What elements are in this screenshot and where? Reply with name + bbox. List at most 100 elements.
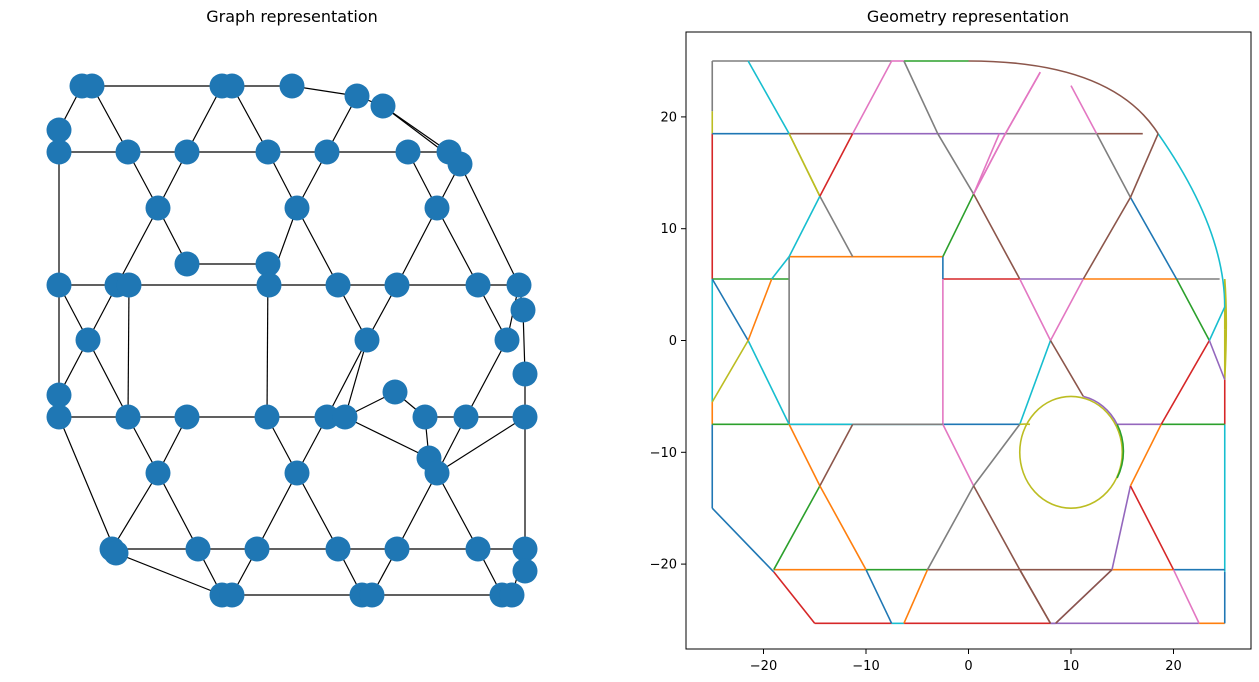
graph-node: [145, 195, 171, 221]
geometry-segment: [711, 507, 775, 573]
x-tick-label: −10: [852, 659, 879, 674]
graph-panel: [46, 73, 538, 608]
geometry-curve: [1083, 395, 1118, 425]
graph-node: [510, 297, 536, 323]
graph-node: [465, 536, 491, 562]
geometry-curve: [1157, 133, 1226, 307]
geometry-segment: [1070, 85, 1098, 135]
graph-node: [174, 404, 200, 430]
geometry-curve: [968, 60, 1159, 135]
geometry-segment: [851, 60, 893, 135]
graph-edge: [231, 85, 269, 153]
graph-edge: [116, 207, 159, 286]
graph-node: [506, 272, 532, 298]
graph-node: [512, 404, 538, 430]
geometry-circle: [1018, 395, 1124, 509]
graph-node: [255, 251, 281, 277]
geometry-segment: [1019, 278, 1052, 341]
geometry-segment: [788, 195, 821, 258]
graph-node: [254, 404, 280, 430]
geometry-segment: [747, 340, 790, 425]
graph-node: [359, 582, 385, 608]
graph-node: [279, 73, 305, 99]
graph-node: [115, 139, 141, 165]
graph-node: [499, 582, 525, 608]
graph-node: [314, 139, 340, 165]
geometry-segment: [972, 133, 1000, 195]
graph-edge: [256, 472, 298, 550]
y-tick-label: −20: [650, 558, 677, 573]
geometry-segment: [771, 256, 790, 280]
graph-node: [424, 460, 450, 486]
geometry-segment: [773, 571, 816, 624]
y-tick-label: 0: [669, 334, 677, 349]
graph-node: [255, 139, 281, 165]
geometry-segment: [1129, 197, 1178, 280]
geometry-segment: [1172, 569, 1200, 624]
geometry-segment: [1019, 569, 1052, 624]
x-tick-label: 0: [964, 659, 972, 674]
graph-node: [174, 139, 200, 165]
graph-node: [384, 272, 410, 298]
graph-node: [219, 73, 245, 99]
geometry-segment: [773, 485, 821, 571]
y-tick-label: 20: [660, 110, 677, 125]
graph-node: [79, 73, 105, 99]
graph-edge: [91, 85, 129, 153]
graph-edge: [396, 472, 438, 550]
graph-edge: [459, 163, 520, 286]
graph-node: [314, 404, 340, 430]
geometry-segment: [972, 193, 1021, 280]
graph-node: [46, 139, 72, 165]
geometry-segment: [1208, 306, 1226, 341]
graph-node: [412, 404, 438, 430]
geometry-segment: [819, 195, 854, 258]
graph-panel-title: Graph representation: [206, 7, 378, 26]
geometry-segment: [903, 60, 939, 135]
graph-node: [219, 582, 245, 608]
graph-node: [185, 536, 211, 562]
geometry-segment: [1082, 196, 1132, 280]
graph-edge: [87, 339, 129, 418]
geometry-segment: [1004, 71, 1041, 135]
geometry-segment: [1049, 340, 1084, 397]
geometry-segment: [903, 569, 929, 624]
geometry-segment: [747, 60, 790, 135]
graph-edge: [344, 339, 368, 418]
graph-node: [115, 404, 141, 430]
geometry-segment: [972, 485, 1021, 571]
geometry-segment: [1175, 278, 1211, 341]
geometry-segment: [819, 423, 854, 487]
geometry-segment: [972, 133, 1007, 195]
geometry-segment: [1018, 340, 1052, 425]
geometry-segment: [1129, 423, 1162, 487]
graph-edge: [58, 416, 117, 554]
graph-node: [46, 117, 72, 143]
geometry-segment: [788, 133, 821, 197]
geometry-curve: [1223, 278, 1228, 380]
y-tick-label: 10: [660, 222, 677, 237]
graph-edge: [296, 472, 339, 550]
graph-node: [46, 404, 72, 430]
graph-node: [103, 540, 129, 566]
graph-edge: [115, 552, 223, 596]
graph-node: [512, 361, 538, 387]
graph-edge: [127, 284, 130, 418]
graph-node: [256, 272, 282, 298]
geometry-segment: [926, 485, 975, 571]
graph-edge: [436, 472, 479, 550]
geometry-segment: [747, 278, 773, 341]
geometry-segment: [1129, 133, 1159, 198]
geometry-segment: [1129, 485, 1175, 571]
graph-edge: [111, 472, 159, 550]
geometry-segment: [819, 133, 854, 197]
graph-node: [370, 93, 396, 119]
graph-node: [382, 379, 408, 405]
graph-edge: [157, 472, 199, 550]
geometry-panel-title: Geometry representation: [866, 7, 1070, 26]
graph-node: [174, 251, 200, 277]
graph-node: [384, 536, 410, 562]
graph-node: [46, 382, 72, 408]
